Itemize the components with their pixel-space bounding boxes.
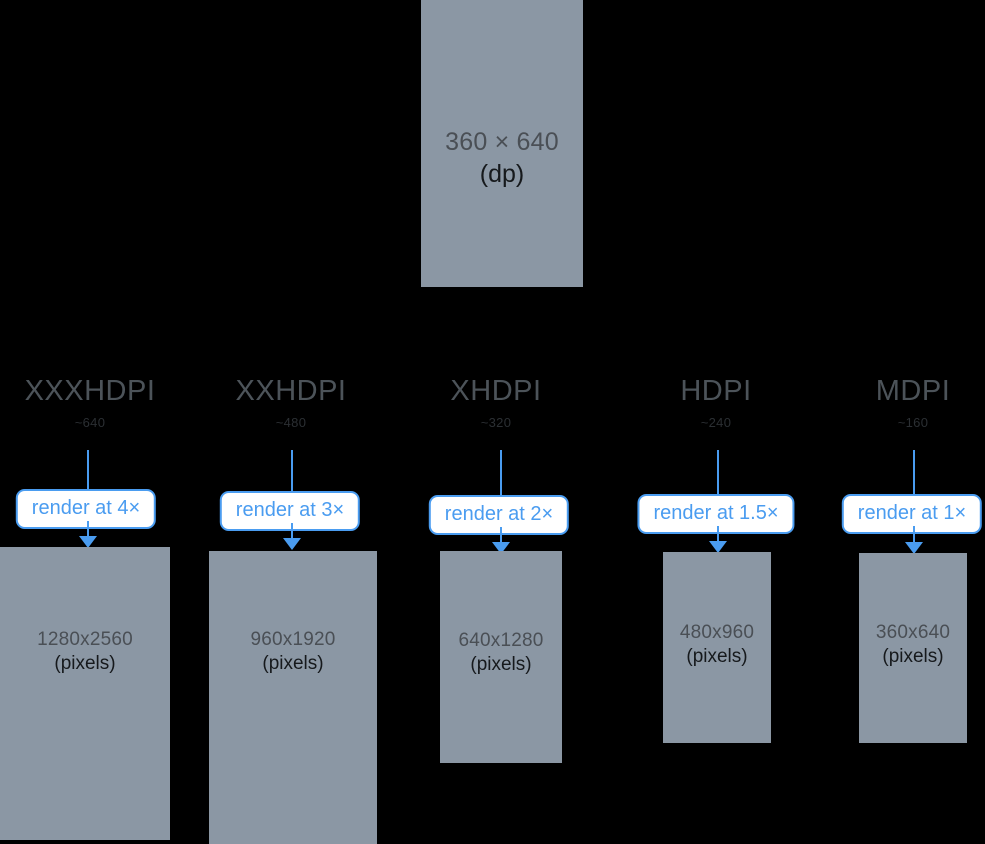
column-header-xxxhdpi: XXXHDPI ~640 [25, 375, 156, 430]
column-dpi-mdpi: ~160 [897, 415, 929, 430]
output-box-label-mdpi: 360x640 (pixels) [859, 621, 967, 670]
connector-line-mdpi-top [913, 450, 915, 495]
source-box-label: 360 × 640 (dp) [421, 126, 583, 190]
column-header-mdpi: MDPI ~160 [876, 375, 951, 430]
connector-line-xhdpi-bottom [500, 527, 502, 551]
arrow-head-xxxhdpi [79, 536, 97, 548]
output-box-label-xxhdpi: 960x1920 (pixels) [209, 628, 377, 677]
connector-line-xxxhdpi-top [87, 450, 89, 492]
output-device-box-mdpi: 360x640 (pixels) [859, 553, 967, 743]
output-device-box-hdpi: 480x960 (pixels) [663, 552, 771, 743]
output-box-label-xhdpi: 640x1280 (pixels) [440, 629, 562, 678]
output-box-label-hdpi: 480x960 (pixels) [663, 621, 771, 670]
source-box-unit: (dp) [479, 160, 525, 188]
column-dpi-xhdpi: ~320 [480, 415, 512, 430]
source-device-box: 360 × 640 (dp) [421, 0, 583, 287]
column-header-hdpi: HDPI ~240 [680, 375, 751, 430]
column-header-xxhdpi: XXHDPI ~480 [236, 375, 347, 430]
render-badge-xxxhdpi[interactable]: render at 4× [15, 489, 157, 529]
connector-line-xxhdpi-top [291, 450, 293, 494]
connector-line-mdpi-bottom [913, 526, 915, 549]
output-dimensions-xhdpi: 640x1280 [458, 630, 544, 651]
render-badge-mdpi[interactable]: render at 1× [841, 494, 983, 534]
output-unit-xxxhdpi: (pixels) [54, 653, 116, 675]
arrow-head-xxhdpi [283, 538, 301, 550]
column-title-xxhdpi: XXHDPI [235, 375, 347, 407]
connector-line-hdpi-bottom [717, 526, 719, 548]
column-title-mdpi: MDPI [875, 375, 951, 407]
arrow-head-mdpi [905, 542, 923, 554]
output-box-label-xxxhdpi: 1280x2560 (pixels) [0, 628, 170, 677]
output-dimensions-hdpi: 480x960 [679, 622, 755, 643]
source-box-dimensions: 360 × 640 [445, 128, 559, 156]
connector-line-hdpi-top [717, 450, 719, 495]
column-dpi-hdpi: ~240 [700, 415, 732, 430]
render-badge-hdpi[interactable]: render at 1.5× [637, 494, 795, 534]
column-title-xhdpi: XHDPI [450, 375, 542, 407]
column-header-xhdpi: XHDPI ~320 [450, 375, 541, 430]
output-unit-xhdpi: (pixels) [470, 654, 532, 676]
output-dimensions-xxxhdpi: 1280x2560 [37, 629, 133, 650]
output-unit-hdpi: (pixels) [686, 646, 748, 668]
output-device-box-xxhdpi: 960x1920 (pixels) [209, 551, 377, 844]
output-dimensions-xxhdpi: 960x1920 [250, 629, 336, 650]
output-dimensions-mdpi: 360x640 [875, 622, 951, 643]
output-unit-xxhdpi: (pixels) [262, 653, 324, 675]
render-badge-xxhdpi[interactable]: render at 3× [219, 491, 361, 531]
column-title-hdpi: HDPI [680, 375, 752, 407]
connector-line-xhdpi-top [500, 450, 502, 496]
column-title-xxxhdpi: XXXHDPI [24, 375, 156, 407]
column-dpi-xxxhdpi: ~640 [74, 415, 106, 430]
connector-line-xxhdpi-bottom [291, 523, 293, 547]
connector-line-xxxhdpi-bottom [87, 521, 89, 544]
column-dpi-xxhdpi: ~480 [275, 415, 307, 430]
arrow-head-hdpi [709, 541, 727, 553]
output-device-box-xxxhdpi: 1280x2560 (pixels) [0, 547, 170, 840]
output-unit-mdpi: (pixels) [882, 646, 944, 668]
render-badge-xhdpi[interactable]: render at 2× [428, 495, 570, 535]
output-device-box-xhdpi: 640x1280 (pixels) [440, 551, 562, 763]
